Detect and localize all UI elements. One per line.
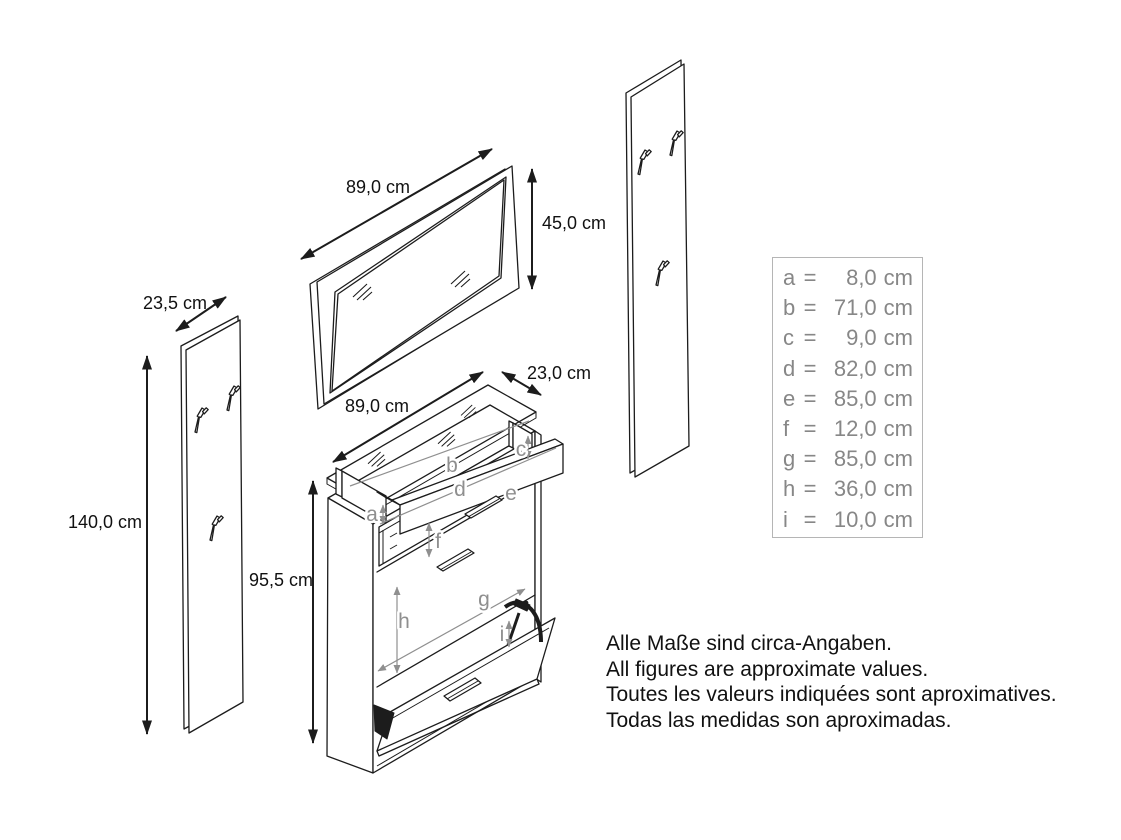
legend-equals: = [803,446,817,472]
legend-value: 8,0 [846,265,877,290]
legend-value: 82,0 [833,355,877,381]
legend-equals: = [803,355,817,381]
note-line-en: All figures are approximate values. [606,657,929,681]
shoe-cabinet [326,384,564,774]
dimension-lines-gh [377,586,526,674]
legend-value: 12,0 [833,415,877,441]
legend-letter: b [783,295,796,321]
cabinet-depth-arrow [501,371,542,396]
legend-unit: cm [883,446,913,472]
legend-letter: a [783,265,796,290]
legend-unit: cm [883,355,913,381]
dimension-arrows [142,148,542,744]
cabinet-width-label: 89,0 cm [345,396,409,416]
legend-equals: = [803,415,817,441]
legend-unit: cm [883,385,913,411]
part-letter-h: h [398,610,410,633]
part-letter-e: e [505,482,517,505]
legend-equals: = [803,506,817,532]
legend-value: 85,0 [833,385,877,411]
legend-value: 9,0 [846,325,877,351]
legend-letter: f [783,415,790,441]
part-letter-d: d [454,478,466,501]
flap-handle [443,677,482,702]
flap-hinge-left [373,704,395,740]
legend-value: 85,0 [833,446,877,472]
legend-letter: e [783,385,796,411]
legend-equals: = [803,325,817,351]
legend-unit: cm [883,506,913,532]
legend-equals: = [803,476,817,502]
legend-unit: cm [883,325,913,351]
legend-unit: cm [883,295,913,321]
legend-value: 10,0 [833,506,877,532]
part-letter-f: f [435,530,441,553]
drawer [376,438,564,535]
flap-stay-arm [503,598,543,646]
panel-width-label: 23,5 cm [143,293,207,313]
part-letter-c: c [516,438,527,461]
mirror-diagram [309,165,520,410]
part-letter-g: g [478,588,490,611]
glass-reflection-mark [367,451,386,467]
panel-width-arrow [175,296,227,332]
legend-letter: d [783,355,796,381]
legend-letter: g [783,446,796,472]
part-letter-a: a [366,503,378,526]
note-line-es: Todas las medidas son aproximadas. [606,708,952,732]
mirror-width-arrow [300,148,493,260]
mirror-width-label: 89,0 cm [346,177,410,197]
legend-value: 71,0 [833,295,877,321]
legend-equals: = [803,295,817,321]
part-letter-i: i [500,623,505,646]
legend-equals: = [803,265,817,290]
disclaimer-notes: Alle Maße sind circa-Angaben. All figure… [606,631,1057,733]
part-letter-b: b [446,454,458,477]
flap-door-open [373,598,556,757]
legend-value: 36,0 [833,476,877,502]
coat-panel-right [625,59,690,478]
cabinet-height-label: 95,5 cm [249,570,313,590]
coat-panel-left [180,315,244,734]
panel-height-label: 140,0 cm [68,512,142,532]
cabinet-width-arrow [332,371,484,463]
legend-letter: h [783,476,796,502]
cabinet-depth-label: 23,0 cm [527,363,591,383]
legend-equals: = [803,385,817,411]
upper-flap-handle [436,548,475,572]
note-line-fr: Toutes les valeurs indiquées sont aproxi… [606,683,1057,706]
part-letters: a b c d e f g h i [364,436,529,649]
dimension-labels: 89,0 cm 45,0 cm 23,5 cm 140,0 cm 89,0 cm… [68,177,606,590]
cabinet-left-side [326,497,374,774]
compartment-seam-upper [376,479,536,573]
flap-thickness [376,678,540,757]
legend-letter: i [783,506,788,532]
note-line-de: Alle Maße sind circa-Angaben. [606,632,892,655]
mirror-height-label: 45,0 cm [542,213,606,233]
mirror-frame [316,165,520,405]
drawer-front [399,443,564,535]
legend-unit: cm [883,265,913,290]
legend-letter: c [783,325,794,351]
legend-unit: cm [883,415,913,441]
drawer-handle [464,495,503,519]
legend-unit: cm [883,476,913,502]
